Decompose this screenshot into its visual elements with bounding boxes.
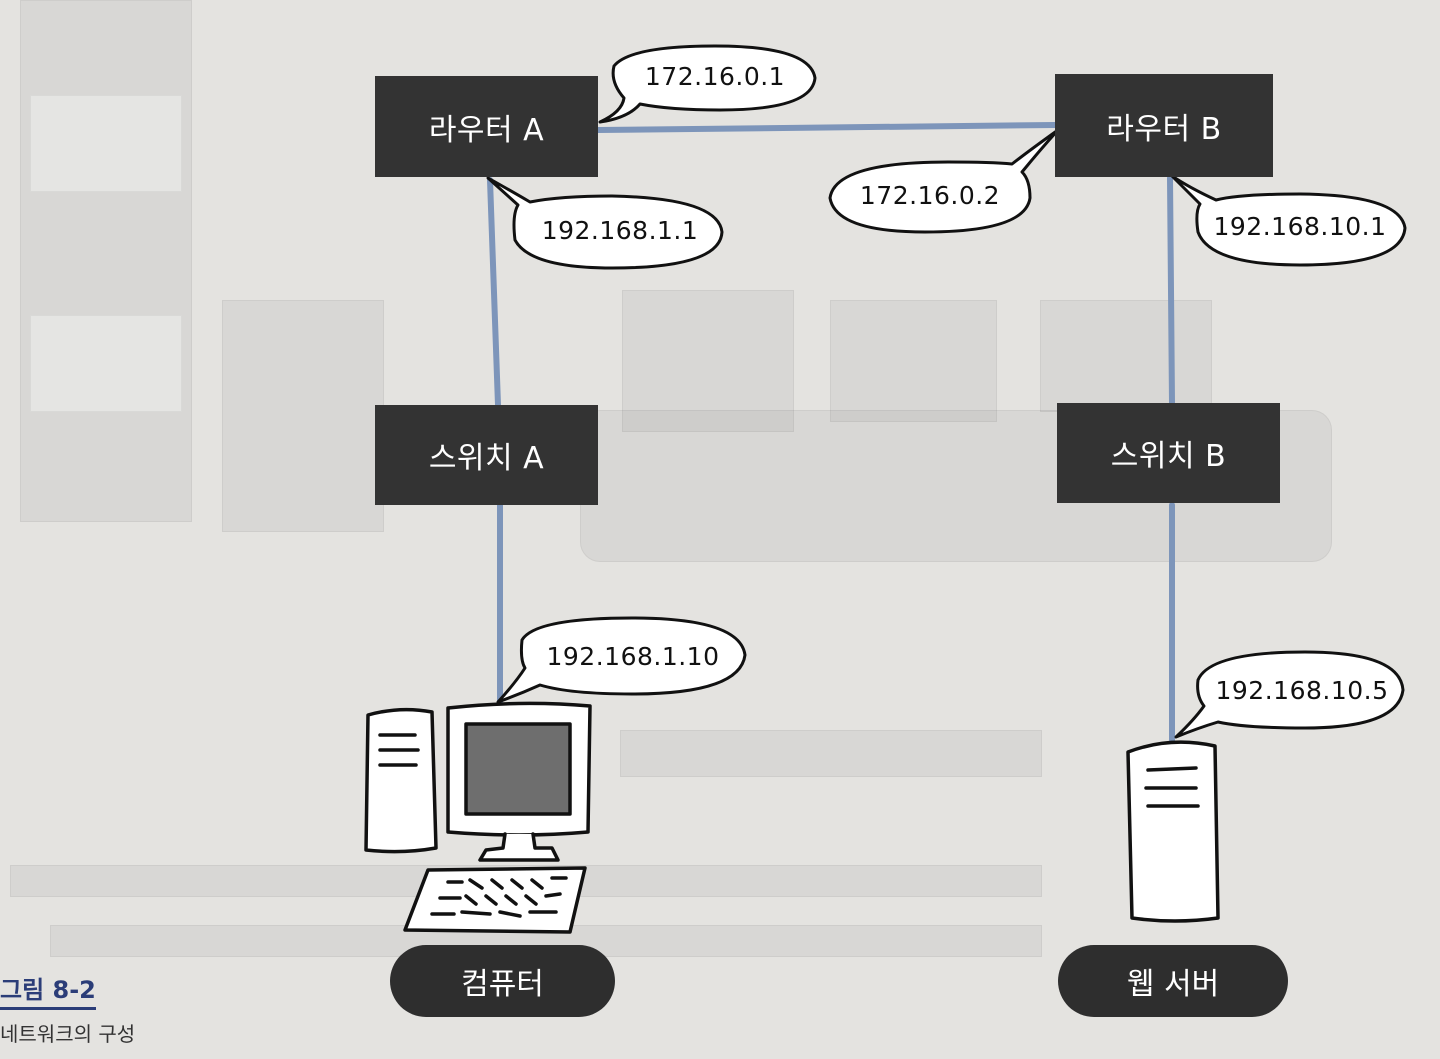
ip-label-router-a-wan: 172.16.0.1 [644, 62, 786, 91]
background-ghost [222, 300, 384, 532]
computer-tower [364, 707, 438, 854]
ip-label-computer: 192.168.1.10 [546, 642, 720, 671]
ip-label-router-a-lan: 192.168.1.1 [541, 216, 699, 245]
router-a: 라우터 A [375, 76, 598, 177]
switch-a: 스위치 A [375, 405, 598, 505]
background-ghost [30, 315, 182, 412]
switch-b: 스위치 B [1057, 403, 1280, 503]
background-ghost [20, 0, 192, 522]
computer-label: 컴퓨터 [390, 945, 615, 1017]
link-router-a-switch-a [487, 177, 501, 408]
figure-subtitle: 네트워크의 구성 [0, 1022, 136, 1046]
bubble-computer-ip [496, 616, 747, 704]
bubble-router-b-wan [828, 128, 1060, 234]
computer-icon [364, 701, 592, 934]
bubble-router-a-lan [486, 176, 724, 270]
figure-caption: 그림 8-2 네트워크의 구성 [0, 970, 135, 1047]
background-ghost [1040, 300, 1212, 412]
computer-screen [464, 722, 572, 816]
computer-keyboard [403, 866, 587, 934]
bubble-router-a-wan [598, 44, 817, 124]
ip-label-router-b-lan: 192.168.10.1 [1213, 212, 1387, 241]
background-ghost [830, 300, 997, 422]
ip-label-server: 192.168.10.5 [1215, 676, 1389, 705]
figure-number: 그림 8-2 [0, 970, 96, 1010]
background-ghost [30, 95, 182, 192]
link-router-b-switch-b [1167, 175, 1175, 406]
web-server-label: 웹 서버 [1058, 945, 1288, 1017]
background-ghost [620, 730, 1042, 777]
router-b: 라우터 B [1055, 74, 1273, 177]
link-router-a-router-b [595, 122, 1058, 133]
bubble-server-ip [1174, 650, 1405, 739]
server-icon [1126, 740, 1220, 923]
ip-label-router-b-wan: 172.16.0.2 [859, 181, 1001, 210]
bubble-router-b-lan [1170, 174, 1407, 267]
background-ghost [622, 290, 794, 432]
